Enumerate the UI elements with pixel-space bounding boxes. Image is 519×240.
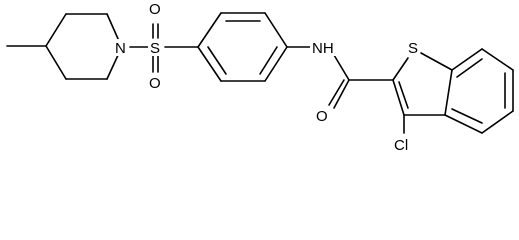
phenyl-ring [197, 12, 288, 82]
atom-labels: O S O N NH O S Cl [113, 0, 420, 154]
bond [451, 48, 483, 71]
atom-label-chlorine: Cl [394, 137, 408, 154]
bond [392, 57, 409, 81]
bond [444, 114, 483, 134]
bond [392, 79, 405, 116]
bond [444, 69, 453, 116]
atom-label-amide-nh: NH [312, 40, 334, 57]
amide-linker [286, 46, 394, 109]
fused-benzene-ring [444, 48, 514, 134]
bond [333, 79, 350, 109]
bond [333, 54, 350, 81]
bond [398, 81, 409, 109]
bond [45, 13, 67, 47]
bond [481, 110, 514, 134]
bond [264, 46, 288, 82]
atom-label-sulfur-thiophene: S [408, 40, 418, 57]
atom-label-sulfur-sulfonyl: S [150, 40, 160, 57]
bond [207, 46, 227, 75]
bond [197, 46, 222, 82]
bond [481, 48, 514, 71]
atom-label-oxygen-top: O [149, 1, 161, 18]
structure-canvas: O S O N NH O S Cl [6, 0, 514, 154]
bond [264, 12, 288, 48]
bond [451, 108, 483, 124]
piperidine-ring [6, 13, 120, 80]
bond [197, 12, 222, 48]
bond [420, 52, 453, 71]
bond [106, 52, 120, 80]
bond [45, 45, 67, 80]
atom-label-nitrogen-piperidine: N [115, 40, 126, 57]
atom-label-oxygen-bottom: O [149, 75, 161, 92]
thiophene-ring [392, 52, 453, 134]
atom-label-oxygen-carbonyl: O [316, 108, 328, 125]
molecule-structure: O S O N NH O S Cl [6, 0, 514, 154]
bond [456, 58, 483, 78]
sulfonyl-group [129, 23, 199, 73]
bond [106, 13, 120, 42]
bond [259, 46, 278, 75]
bond [328, 79, 345, 106]
